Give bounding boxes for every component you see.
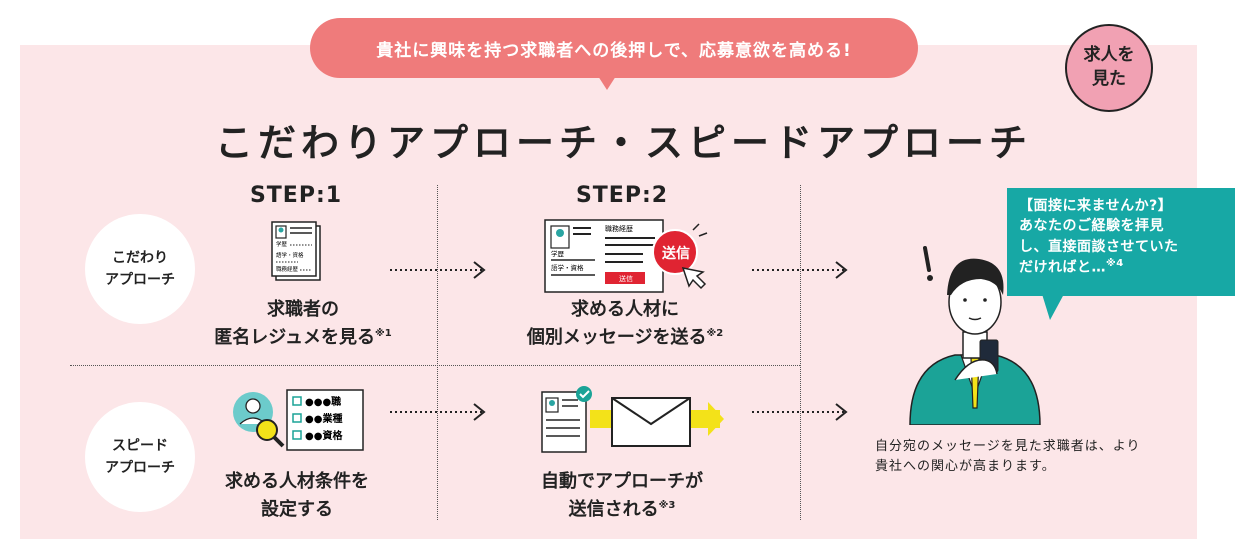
caption-kodawari-step2: 求める人材に 個別メッセージを送る※2	[495, 296, 755, 352]
note-1: ※1	[375, 327, 392, 339]
job-seeker-illustration-icon	[909, 246, 1041, 425]
grid-divider-2	[800, 185, 801, 520]
message-edu-label: 学歴	[551, 249, 565, 258]
message-work-label: 職務経歴	[605, 224, 633, 233]
banner-tail	[598, 76, 616, 90]
send-message-icon: 職務経歴 学歴 語学・資格 送信 送信	[544, 219, 708, 293]
banner-text: 貴社に興味を持つ求職者への後押しで、応募意欲を高める!	[376, 40, 852, 61]
send-bubble-label: 送信	[661, 245, 690, 262]
note-3: ※3	[658, 499, 676, 511]
resume-work-label: 職務経歴	[276, 265, 299, 273]
condition-industry-label: ●●業種	[305, 412, 342, 425]
grid-divider-1	[437, 185, 438, 520]
resume-edu-label: 学歴	[276, 240, 288, 248]
caption-speed-step1: 求める人材条件を 設定する	[167, 468, 427, 524]
result-description: 自分宛のメッセージを見た求職者は、より貴社への関心が高まります。	[875, 439, 1141, 475]
row-label-speed: スピード アプローチ	[85, 402, 195, 512]
search-conditions-icon: ●●●職 ●●業種 ●●資格	[233, 389, 364, 451]
flow-arrow-s1	[390, 403, 486, 421]
step1-label: STEP:1	[249, 183, 343, 208]
note-2: ※2	[706, 327, 724, 339]
message-send-button-label: 送信	[619, 274, 633, 283]
flow-arrow-k2	[752, 261, 848, 279]
flow-arrow-s2	[752, 403, 848, 421]
resume-icon: 学歴 語学・資格 職務経歴	[271, 221, 321, 281]
flow-arrow-k1	[390, 261, 486, 279]
speech-bubble: 【面接に来ませんか?】 あなたのご経験を拝見 し、直接面談させていた だければと…	[1007, 188, 1235, 296]
headline-banner: 貴社に興味を持つ求職者への後押しで、応募意欲を高める!	[310, 18, 918, 78]
message-lang-label: 語学・資格	[551, 263, 584, 272]
speech-text: 【面接に来ませんか?】 あなたのご経験を拝見 し、直接面談させていた だければと…	[1019, 198, 1179, 276]
caption-speed-step1-text: 求める人材条件を 設定する	[225, 471, 369, 520]
condition-job-label: ●●●職	[305, 395, 341, 408]
auto-send-icon	[541, 386, 724, 453]
caption-kodawari-step1-text: 求職者の 匿名レジュメを見る	[214, 299, 376, 348]
condition-license-label: ●●資格	[305, 429, 343, 442]
caption-speed-step2-text: 自動でアプローチが 送信される	[541, 471, 703, 520]
job-seen-badge: 求人を 見た	[1065, 24, 1153, 112]
caption-kodawari-step1: 求職者の 匿名レジュメを見る※1	[173, 296, 433, 352]
row-divider	[70, 365, 800, 366]
row-label-kodawari: こだわり アプローチ	[85, 214, 195, 324]
page-title: こだわりアプローチ・スピードアプローチ	[214, 121, 1032, 165]
caption-kodawari-step2-text: 求める人材に 個別メッセージを送る	[526, 299, 707, 348]
caption-speed-step2: 自動でアプローチが 送信される※3	[492, 468, 752, 524]
note-4: ※4	[1106, 257, 1124, 269]
speech-bubble-tail	[1042, 294, 1064, 320]
step2-label: STEP:2	[575, 183, 669, 208]
resume-lang-label: 語学・資格	[276, 251, 304, 259]
